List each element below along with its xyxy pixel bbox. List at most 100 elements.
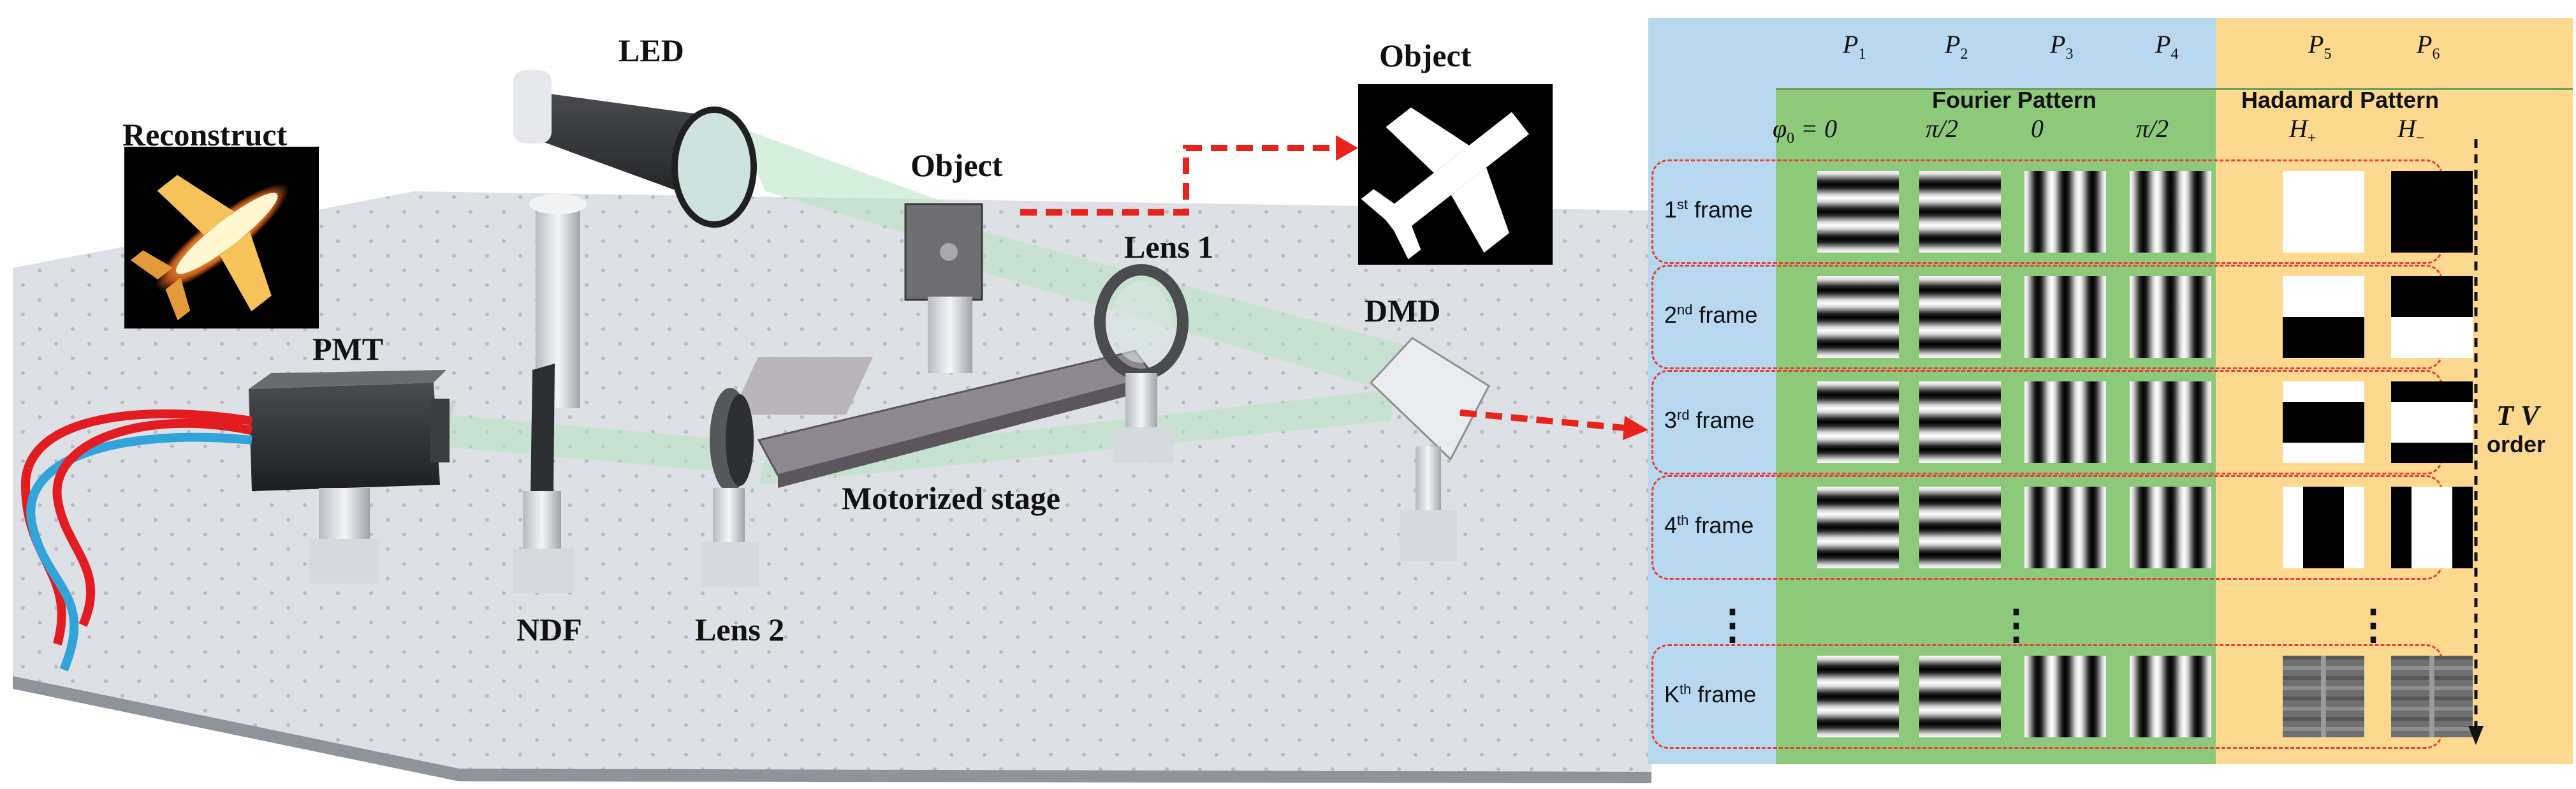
hadamard-pattern-title: Hadamard Pattern	[2241, 87, 2440, 113]
ndf-mount	[513, 364, 574, 593]
column-header-p1: P1	[1843, 30, 1866, 63]
pmt-label: PMT	[312, 331, 384, 367]
stage-label: Motorized stage	[842, 480, 1060, 516]
pattern-tile-r2-p5	[2283, 276, 2364, 358]
column-phase-4: π/2	[2136, 114, 2169, 143]
pattern-tile-r3-p2	[1919, 381, 2001, 463]
pattern-tile-r2-p1	[1817, 276, 1899, 358]
lens1-mount	[1094, 264, 1189, 462]
dmd-mirror	[1369, 337, 1490, 461]
led-post-cap	[529, 194, 587, 214]
lens2-post	[713, 488, 745, 549]
arrowhead-dmd	[1623, 416, 1648, 440]
pmt-body	[249, 383, 440, 491]
motorized-stage	[731, 350, 1156, 488]
column-phase-5: H+	[2289, 114, 2316, 147]
pmt-window	[430, 399, 450, 462]
frame-label-3: 3rd frame	[1664, 407, 1755, 433]
lens2-glass	[726, 394, 754, 486]
tv-order-bottom: order	[2487, 431, 2546, 457]
pattern-tile-r4-p2	[1919, 487, 2001, 568]
ndf-filter	[531, 364, 555, 494]
lens2-base	[701, 542, 759, 587]
pattern-tile-r4-p6	[2391, 487, 2473, 568]
pmt-post	[319, 488, 370, 545]
pattern-tile-r5-p1	[1817, 656, 1899, 737]
header-divider	[1776, 88, 2573, 90]
column-header-p3: P3	[2050, 30, 2074, 63]
pattern-tile-r4-p3	[2024, 487, 2106, 568]
pattern-tile-r4-p5	[2283, 487, 2364, 568]
pattern-tile-r5-p3	[2024, 656, 2106, 737]
stage-carriage	[731, 357, 873, 415]
pattern-tile-r5-p5	[2283, 656, 2364, 737]
frame-label-1: 1st frame	[1664, 196, 1753, 223]
object-near-label: Object	[911, 147, 1003, 183]
column-phase-3: 0	[2031, 114, 2044, 143]
cable-red-2	[52, 418, 253, 627]
pmt-base	[309, 539, 379, 584]
frame-label-5: Kth frame	[1664, 681, 1757, 707]
tv-order-top: T V	[2496, 400, 2540, 431]
ndf-base	[513, 549, 574, 593]
pattern-tile-r5-p4	[2130, 656, 2211, 737]
reconstruct-label: Reconstruct	[122, 117, 288, 152]
dmd-base	[1400, 510, 1457, 561]
dmd-mount	[1369, 337, 1490, 561]
pattern-tile-r1-p3	[2024, 171, 2106, 253]
pattern-tile-r1-p5	[2283, 171, 2364, 253]
pattern-tile-r1-p1	[1817, 171, 1899, 253]
pattern-tile-r1-p2	[1919, 171, 2001, 253]
pattern-tile-r1-p4	[2130, 171, 2211, 253]
pattern-tile-r4-p4	[2130, 487, 2211, 568]
pattern-tile-r2-p4	[2130, 276, 2211, 358]
arrow-object-to-image	[1020, 145, 1336, 216]
lens1-label: Lens 1	[1124, 229, 1214, 265]
reconstruct-image	[124, 147, 319, 328]
ndf-post	[523, 491, 561, 555]
frame-label-4: 4th frame	[1664, 512, 1754, 538]
column-header-p2: P2	[1945, 30, 1968, 63]
led-cap	[513, 70, 552, 144]
lens1-base	[1113, 427, 1173, 462]
column-header-p5: P5	[2308, 30, 2332, 63]
pattern-tile-r1-p6	[2391, 171, 2473, 253]
ellipsis-labels: ⋮	[1712, 601, 1753, 647]
pattern-tile-r2-p3	[2024, 276, 2106, 358]
arrow-dmd-to-patterns	[1460, 409, 1633, 432]
dmd-post	[1416, 446, 1441, 517]
column-header-p4: P4	[2155, 30, 2179, 63]
optical-table-illustration	[13, 70, 1651, 783]
object-far-label: Object	[1379, 38, 1472, 73]
column-phase-1: φ0 = 0	[1773, 114, 1838, 147]
column-phase-6: H−	[2397, 114, 2425, 147]
pattern-tile-r5-p2	[1919, 656, 2001, 737]
pattern-tile-r2-p6	[2391, 276, 2473, 358]
pmt-cables	[20, 409, 253, 672]
pattern-tile-r3-p6	[2391, 381, 2473, 463]
pattern-tile-r3-p3	[2024, 381, 2106, 463]
pmt-top	[249, 370, 446, 389]
frame-label-2: 2nd frame	[1664, 302, 1758, 328]
pattern-tile-r5-p6	[2391, 656, 2473, 737]
lens1-glass	[1111, 281, 1172, 363]
led-lens	[671, 107, 757, 228]
pmt-detector	[249, 370, 450, 584]
ellipsis-fourier: ⋮	[1996, 601, 2037, 647]
pattern-tile-r2-p2	[1919, 276, 2001, 358]
reconstruct-airplane	[130, 175, 289, 321]
ellipsis-hadamard: ⋮	[2353, 601, 2394, 647]
return-beam	[759, 389, 1396, 485]
cable-blue	[26, 432, 252, 672]
pattern-tile-r3-p5	[2283, 381, 2364, 463]
object-image	[1358, 84, 1553, 265]
column-header-p6: P6	[2417, 30, 2440, 63]
ndf-label: NDF	[516, 612, 582, 647]
lens2-mount	[701, 388, 759, 587]
pattern-tile-r3-p1	[1817, 381, 1899, 463]
red-arrows	[1020, 145, 1633, 432]
pattern-tile-r3-p4	[2130, 381, 2211, 463]
lens2-label: Lens 2	[695, 612, 785, 647]
